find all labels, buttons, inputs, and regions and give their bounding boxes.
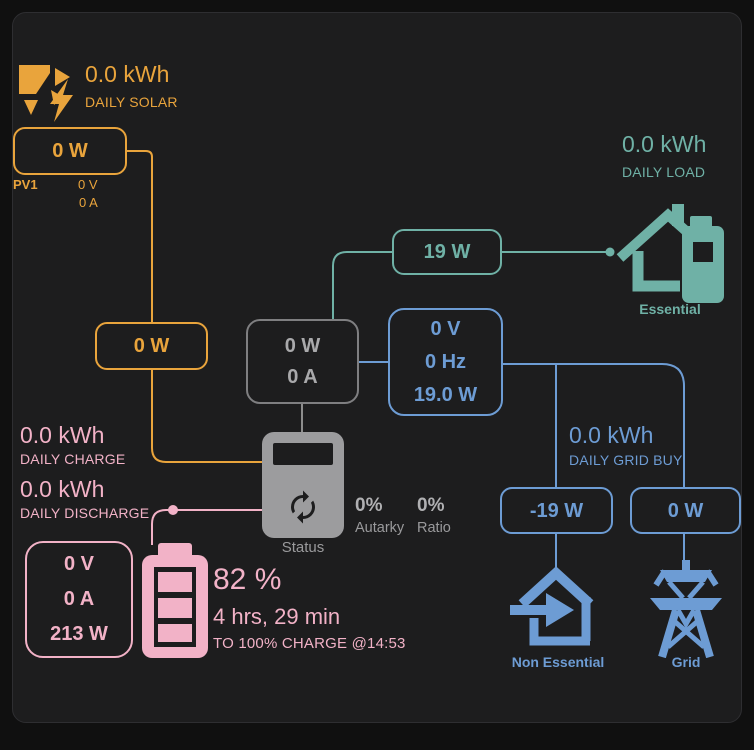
ratio-value[interactable]: 0% xyxy=(417,495,445,516)
daily-load-label: DAILY LOAD xyxy=(622,164,706,180)
inverter-power-value: 0 W xyxy=(284,334,321,357)
battery-power: 213 W xyxy=(50,623,108,645)
essential-power-value: 19 W xyxy=(423,241,471,263)
daily-solar-label: DAILY SOLAR xyxy=(85,94,178,110)
solar-total-power-box[interactable]: 0 W xyxy=(95,322,208,370)
daily-grid-buy-label: DAILY GRID BUY xyxy=(569,452,683,468)
inverter-status-icon[interactable] xyxy=(262,432,344,538)
pv1-voltage[interactable]: 0 V xyxy=(78,177,98,192)
daily-charge-value[interactable]: 0.0 kWh xyxy=(20,422,105,448)
inverter-power-box[interactable]: 0 W 0 A xyxy=(246,319,359,404)
daily-grid-buy-value[interactable]: 0.0 kWh xyxy=(569,422,654,448)
grid-voltage: 0 V xyxy=(430,317,461,340)
essential-power-box[interactable]: 19 W xyxy=(392,229,502,275)
battery-voltage: 0 V xyxy=(63,553,95,575)
battery-stats-box[interactable]: 0 V 0 A 213 W xyxy=(25,541,133,658)
battery-soc[interactable]: 82 % xyxy=(213,563,282,596)
battery-time-remaining[interactable]: 4 hrs, 29 min xyxy=(213,604,341,629)
battery-high-icon[interactable] xyxy=(141,543,209,659)
pv1-current[interactable]: 0 A xyxy=(79,195,98,210)
daily-solar-value[interactable]: 0.0 kWh xyxy=(85,61,170,87)
nonessential-label: Non Essential xyxy=(511,654,605,670)
grid-power-value: 0 W xyxy=(667,499,704,522)
daily-load-value[interactable]: 0.0 kWh xyxy=(622,131,707,157)
grid-label: Grid xyxy=(671,654,701,670)
essential-label: Essential xyxy=(639,301,701,317)
autarky-label: Autarky xyxy=(355,520,405,536)
daily-discharge-value[interactable]: 0.0 kWh xyxy=(20,476,105,502)
solar-power-icon[interactable] xyxy=(14,58,78,122)
grid-stats-box[interactable]: 0 V 0 Hz 19.0 W xyxy=(388,308,503,416)
grid-total-power: 19.0 W xyxy=(413,383,478,406)
pv1-name: PV1 xyxy=(13,177,38,192)
solar-total-power-value: 0 W xyxy=(133,335,170,357)
battery-current: 0 A xyxy=(63,588,95,610)
nonessential-power-box[interactable]: -19 W xyxy=(500,487,613,534)
home-battery-icon[interactable] xyxy=(612,196,724,308)
home-arrow-icon[interactable] xyxy=(510,562,602,654)
ratio-label: Ratio xyxy=(417,520,451,536)
pv1-power-value: 0 W xyxy=(52,140,88,162)
grid-frequency: 0 Hz xyxy=(424,350,467,373)
battery-charge-eta: TO 100% CHARGE @14:53 xyxy=(213,635,406,652)
inverter-current-value: 0 A xyxy=(287,365,318,388)
grid-power-box[interactable]: 0 W xyxy=(630,487,741,534)
autarky-value[interactable]: 0% xyxy=(355,495,383,516)
transmission-tower-icon[interactable] xyxy=(648,558,724,659)
nonessential-power-value: -19 W xyxy=(529,499,584,522)
daily-charge-label: DAILY CHARGE xyxy=(20,451,126,467)
daily-discharge-label: DAILY DISCHARGE xyxy=(20,505,150,521)
inverter-status-label: Status xyxy=(281,539,325,556)
pv1-power-box[interactable]: 0 W xyxy=(13,127,127,175)
